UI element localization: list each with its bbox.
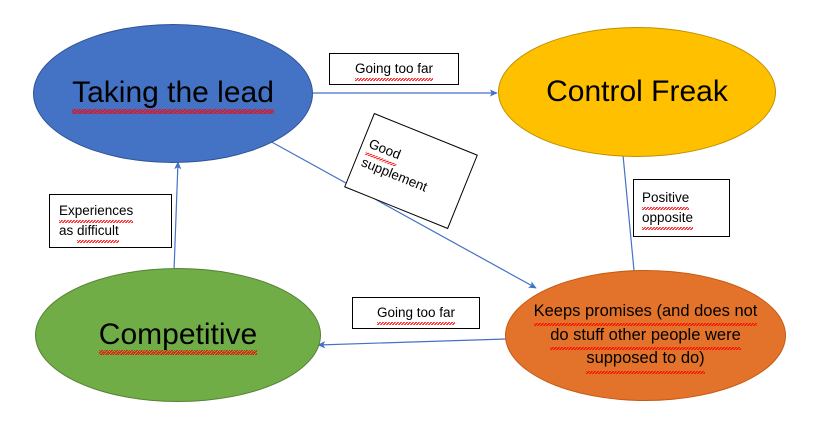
node-taking-the-lead[interactable]: Taking the lead [33, 24, 313, 163]
spellcheck-underline: Going too far [354, 59, 434, 82]
node-control-freak-label: Control Freak [546, 74, 728, 108]
spellcheck-underline: Positive [642, 188, 690, 211]
edge-competitive-to-taking-the-lead [173, 161, 182, 272]
edge-label-going-too-far-bottom[interactable]: Going too far [352, 297, 480, 329]
edge-label-going-too-far-top[interactable]: Going too far [329, 53, 459, 85]
edge-label-line2: as difficult [59, 221, 119, 244]
spellcheck-underline: Keeps promises (and does not [533, 300, 757, 326]
edge-keeps-promises-to-competitive [317, 338, 507, 349]
node-competitive[interactable]: Competitive [35, 268, 321, 402]
spellcheck-underline: Competitive [98, 317, 258, 356]
node-competitive-label: Competitive [89, 317, 267, 356]
spellcheck-underline: supposed to do) [586, 347, 706, 374]
spellcheck-underline: Experiences [59, 201, 134, 224]
spellcheck-underline: Taking the lead [72, 76, 274, 114]
spellcheck-underline: Going too far [376, 303, 456, 326]
spellcheck-underline: difficult [77, 221, 119, 244]
spellcheck-underline: do stuff other people were [550, 324, 741, 350]
node-taking-the-lead-label: Taking the lead [62, 76, 284, 114]
node-control-freak[interactable]: Control Freak [498, 27, 776, 157]
spellcheck-underline: opposite [642, 208, 694, 231]
